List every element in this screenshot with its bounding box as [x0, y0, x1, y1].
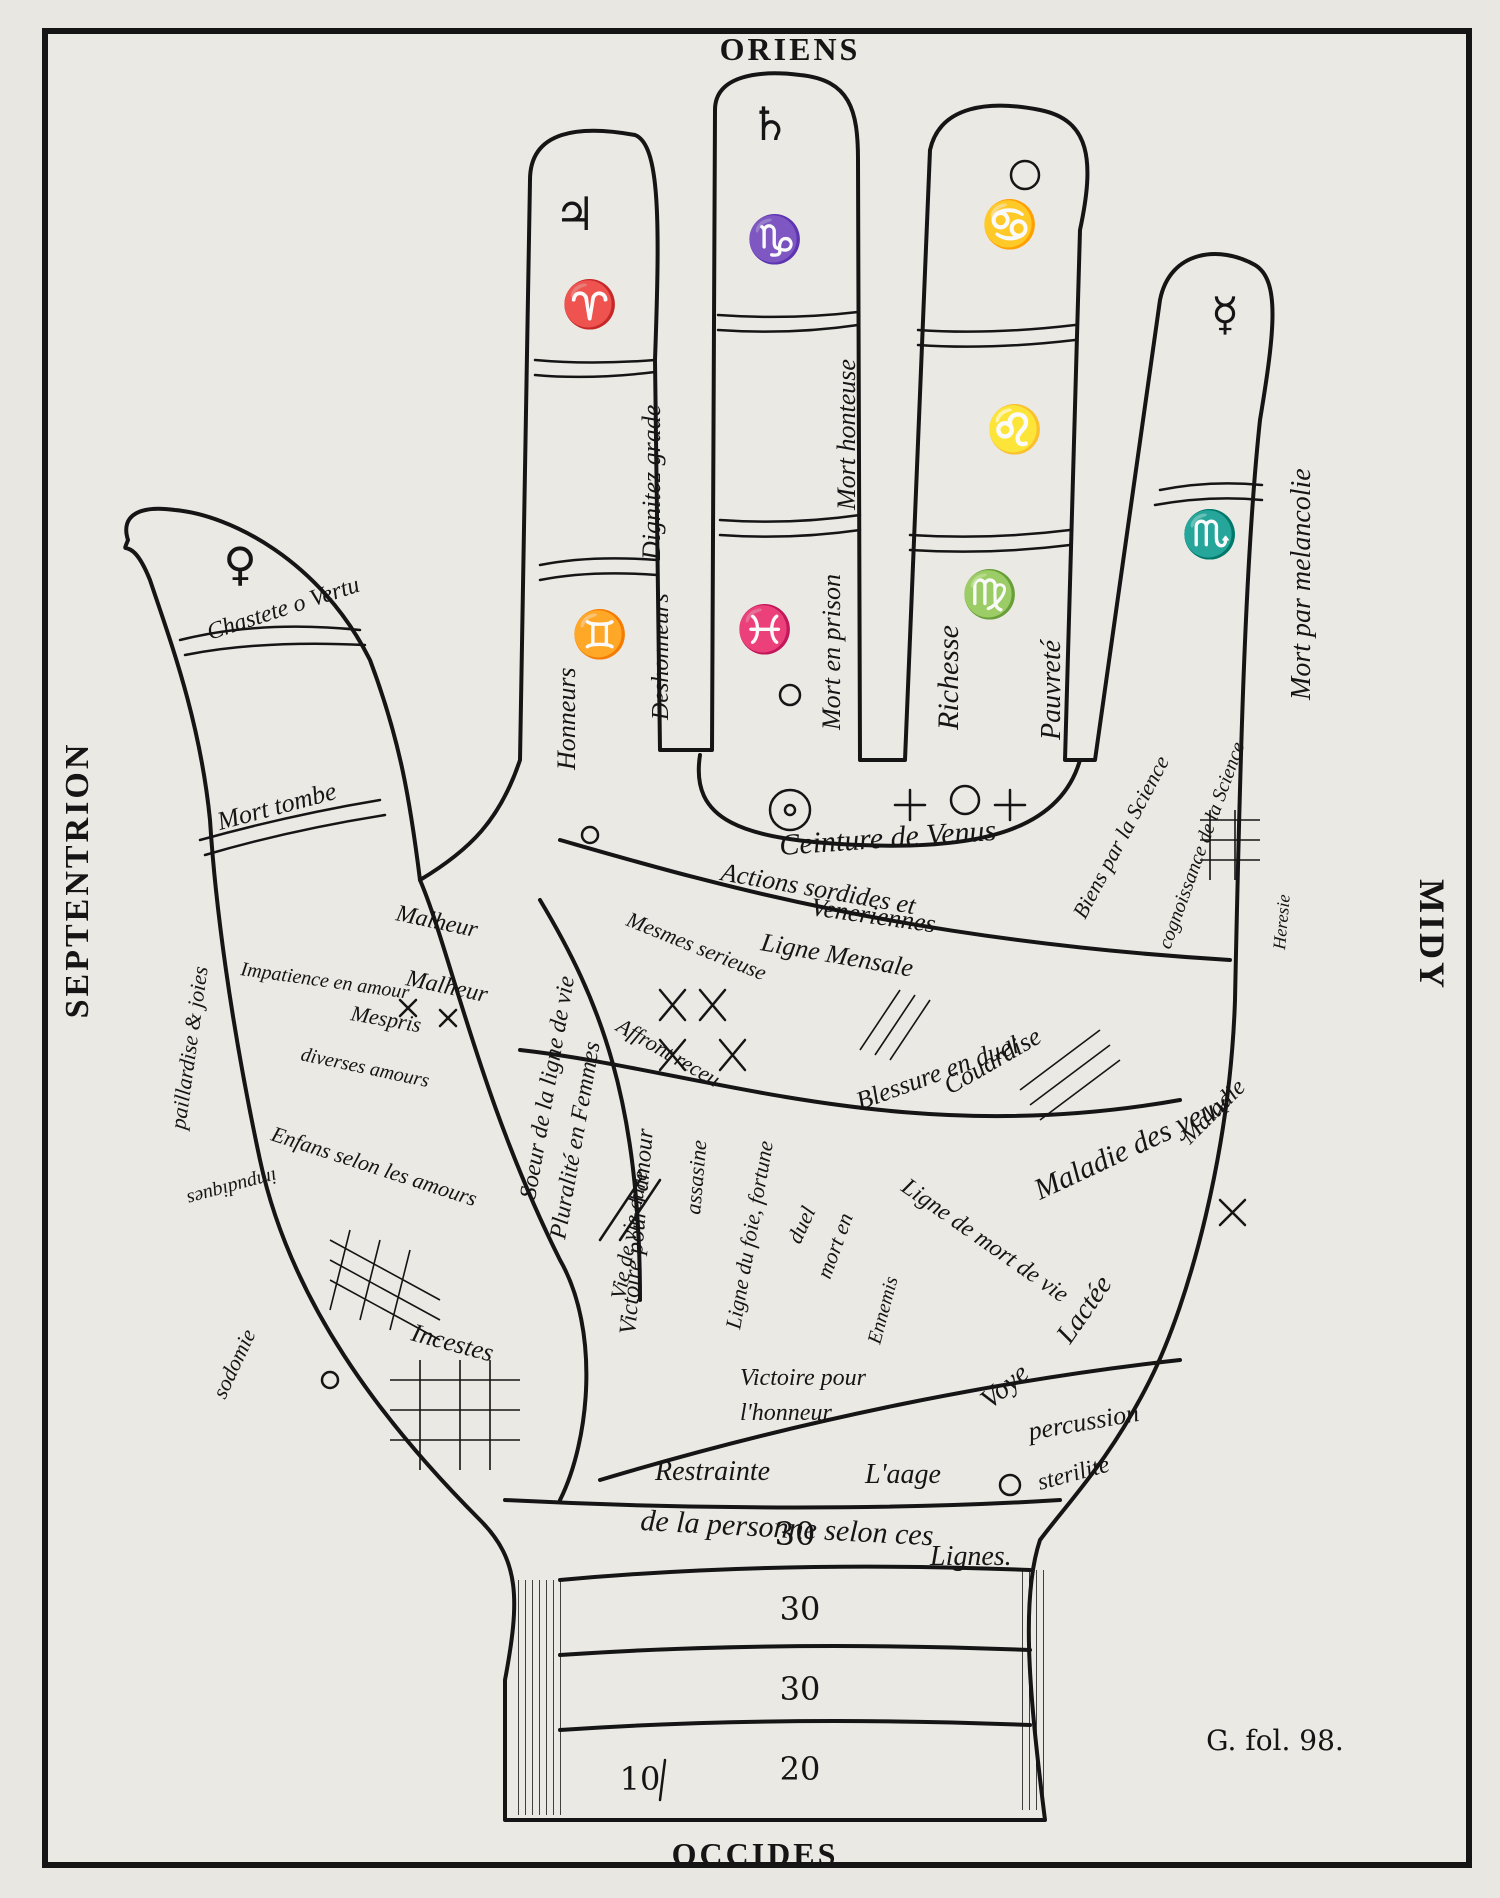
label-ceinture: Ceinture de Venus: [778, 814, 997, 862]
plate-frame: [42, 28, 1472, 1868]
svg-text:♍: ♍: [961, 567, 1018, 621]
label-oriens: ORIENS: [720, 31, 861, 67]
label-enfans: Enfans selon les amours: [268, 1121, 481, 1211]
label-heresie: Heresie: [1269, 893, 1294, 951]
label-midy: MIDY: [1412, 879, 1452, 991]
folio-mark: G. fol. 98.: [1206, 1724, 1344, 1757]
label-mort-honteuse: Mort honteuse: [832, 359, 861, 511]
life-line: [418, 878, 589, 1502]
svg-text:♄: ♄: [749, 97, 790, 151]
svg-text:♈: ♈: [561, 277, 618, 331]
label-mort-melancolie: Mort par melancolie: [1286, 468, 1317, 701]
label-ennemis: Ennemis: [863, 1274, 902, 1347]
label-victoire-honneur-1: Victoire pour: [740, 1365, 867, 1391]
label-mesmes: Mesmes serieuse: [622, 906, 770, 985]
label-ligne-fortune: Ligne du foie, fortune: [720, 1139, 778, 1332]
planet-circles: [320, 159, 1041, 1497]
wrist-bracelets: [558, 1564, 1032, 1732]
finger-creases: [178, 310, 1264, 857]
astro-glyphs: ♃ ♈ ♄ ♑ ♋ ♌ ☿ ♏ ♀ ♓ ♍ ♊: [223, 97, 1239, 661]
label-restrainte: Restrainte: [654, 1456, 770, 1487]
hand-outline: [123, 71, 1275, 1822]
label-mensale: Ligne Mensale: [758, 927, 915, 982]
svg-text:♃: ♃: [554, 187, 595, 241]
svg-text:☿: ☿: [1211, 287, 1239, 341]
girdle-of-venus: [696, 753, 1082, 848]
svg-text:♀: ♀: [223, 537, 257, 591]
label-impatience: Impatience en amour: [238, 958, 411, 1004]
svg-text:♓: ♓: [736, 602, 793, 656]
svg-text:♊: ♊: [571, 607, 628, 661]
label-incestes: Incestes: [407, 1318, 496, 1368]
label-sterilite: sterilité: [1035, 1451, 1114, 1495]
label-paillardise: paillardise & joies: [165, 965, 213, 1133]
label-affront: Affront receu: [611, 1012, 725, 1092]
label-percussion: percussion: [1024, 1398, 1141, 1446]
label-pauvrete: Pauvreté: [1036, 638, 1067, 741]
label-impudiques: impudiques: [184, 1165, 279, 1210]
label-aage: L'aage: [864, 1459, 941, 1490]
label-biens: Biens par la Science: [1067, 751, 1174, 922]
label-voye: Voye: [975, 1358, 1035, 1416]
label-septentrion: SEPTENTRION: [59, 742, 96, 1019]
label-deshonneurs: Deshonneurs: [648, 593, 674, 721]
label-victoire-honneur-2: l'honneur: [740, 1400, 832, 1426]
label-honneurs: Honneurs: [552, 667, 581, 771]
label-diverses: diverses amours: [299, 1043, 431, 1092]
label-mort-en: mort en: [811, 1209, 858, 1281]
wrist-number-4: 10: [620, 1760, 661, 1798]
label-sodomie: sodomie: [207, 1325, 261, 1402]
mark-crosses: [398, 788, 1247, 1242]
svg-text:♌: ♌: [986, 402, 1043, 456]
wrist-hatching-left: [512, 1580, 562, 1815]
svg-text:♏: ♏: [1181, 507, 1238, 561]
wrist-hatching-right: [1020, 1570, 1050, 1810]
crosshatch-marks: [329, 810, 1260, 1470]
label-occides: OCCIDES: [672, 1836, 839, 1872]
wrist-tick: [658, 1758, 667, 1802]
label-assasine: assasine: [680, 1139, 711, 1216]
head-line: [518, 1048, 1182, 1119]
svg-text:♋: ♋: [981, 197, 1038, 251]
label-malheur-1: Malheur: [393, 900, 481, 943]
wrist-number-3: 30: [780, 1670, 821, 1708]
label-duel: duel: [782, 1202, 821, 1247]
label-richesse: Richesse: [932, 625, 965, 731]
rascette-1: [503, 1498, 1062, 1510]
wrist-number-2: 30: [780, 1590, 821, 1628]
svg-text:♑: ♑: [746, 212, 803, 266]
label-dignitez: Dignitez grade: [637, 405, 666, 561]
label-lignes: Lignes.: [929, 1541, 1012, 1572]
wrist-number-1: 30: [775, 1515, 816, 1553]
mensal-line: [558, 838, 1232, 962]
lower-line: [598, 1358, 1182, 1482]
wrist-number-5: 20: [780, 1750, 821, 1788]
label-mort-prison: Mort en prison: [817, 574, 846, 731]
palm-lines: [418, 753, 1232, 1510]
